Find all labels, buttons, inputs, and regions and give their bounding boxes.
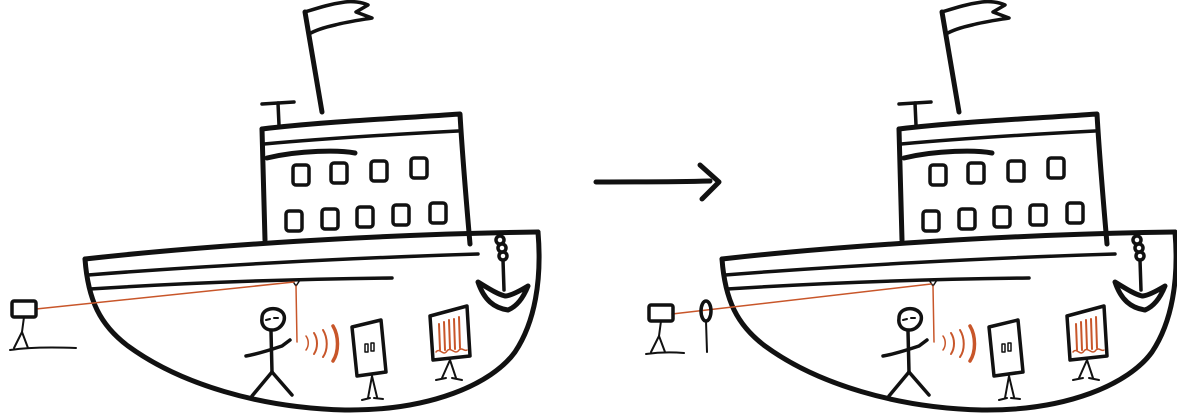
panel-after [646, 2, 1176, 410]
ship-icon [85, 2, 539, 410]
ship-icon [722, 2, 1176, 410]
lens-icon [701, 301, 711, 352]
panel-before [10, 2, 539, 410]
laser-device-icon [646, 305, 684, 354]
right-arrow-icon [596, 165, 719, 199]
